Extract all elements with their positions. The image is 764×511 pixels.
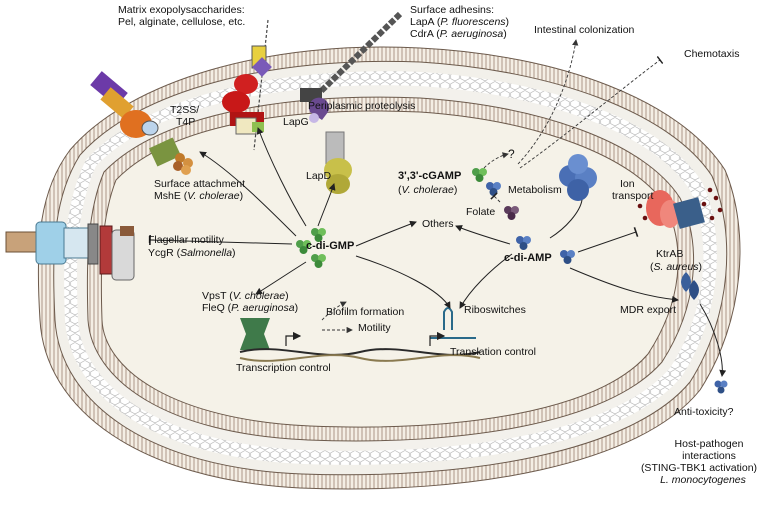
ktrab-transporter bbox=[637, 187, 723, 229]
mdr-label: MDR export bbox=[620, 304, 677, 316]
cgamp-species: (V. cholerae) bbox=[398, 184, 458, 196]
vpst-label: VpsT (V. cholerae) bbox=[202, 290, 289, 302]
ion-label: Ion bbox=[620, 178, 635, 190]
host-label-3: (STING-TBK1 activation) bbox=[640, 462, 758, 474]
adhesins-title: Surface adhesins: bbox=[410, 4, 495, 16]
cdiamp-arrows bbox=[455, 199, 727, 377]
cdigmp-label: c-di-GMP bbox=[306, 240, 355, 252]
surface-attachment-label: Surface attachment bbox=[154, 178, 246, 190]
flagellar-motor bbox=[5, 221, 135, 281]
host-label-2: interactions bbox=[682, 450, 736, 462]
cdiamp-molecule-cluster bbox=[516, 236, 728, 394]
eps-machinery bbox=[222, 19, 272, 151]
transport-label: transport bbox=[612, 190, 654, 202]
matrix-sub: Pel, alginate, cellulose, etc. bbox=[118, 16, 246, 28]
riboswitches-label: Riboswitches bbox=[464, 304, 526, 316]
periplasmic-label: Periplasmic proteolysis bbox=[308, 100, 416, 112]
chemotaxis-label: Chemotaxis bbox=[684, 48, 740, 60]
dna-icon bbox=[239, 348, 481, 362]
cdra-label: CdrA (P. aeruginosa) bbox=[410, 28, 507, 40]
host-label-4: L. monocytogenes bbox=[660, 474, 746, 486]
cgamp-molecule-cluster bbox=[472, 168, 519, 220]
antitox-label: Anti-toxicity? bbox=[674, 406, 734, 418]
fleq-label: FleQ (P. aeruginosa) bbox=[202, 302, 299, 314]
lapa-label: LapA (P. fluorescens) bbox=[410, 16, 510, 28]
matrix-title: Matrix exopolysaccharides: bbox=[118, 4, 245, 16]
lapg-label: LapG bbox=[283, 116, 309, 128]
cgamp-label: 3',3'-cGAMP bbox=[398, 170, 462, 182]
intestinal-label: Intestinal colonization bbox=[534, 24, 635, 36]
lapd-label: LapD bbox=[306, 170, 332, 182]
translation-label: Translation control bbox=[450, 346, 536, 358]
folate-label: Folate bbox=[466, 206, 496, 218]
ktrab-label: KtrAB bbox=[656, 248, 684, 260]
cdigmp-arrows bbox=[149, 127, 451, 309]
question-mark: ? bbox=[508, 147, 515, 161]
t4p-label: T4P bbox=[176, 116, 196, 128]
ktrab-species: (S. aureus) bbox=[650, 261, 702, 273]
transcription-arrows bbox=[285, 331, 446, 346]
mdr-exporter bbox=[681, 272, 699, 300]
flagellar-label: Flagellar motility bbox=[148, 234, 224, 246]
cdiamp-label: c-di-AMP bbox=[504, 252, 552, 264]
t2ss-label: T2SS/ bbox=[170, 104, 200, 116]
biofilm-label: Biofilm formation bbox=[326, 306, 405, 318]
ycgr-label: YcgR (Salmonella) bbox=[148, 247, 236, 259]
transcription-factor bbox=[240, 318, 270, 350]
mshe-label: MshE (V. cholerae) bbox=[154, 190, 244, 202]
transcription-label: Transcription control bbox=[236, 362, 331, 374]
metabolism-label: Metabolism bbox=[508, 184, 562, 196]
host-label-1: Host-pathogen bbox=[674, 438, 744, 450]
metabolism-enzyme bbox=[559, 154, 597, 201]
t2ss-t4p-complex bbox=[90, 71, 193, 175]
cdigmp-molecule-cluster bbox=[296, 228, 326, 268]
motility-label: Motility bbox=[358, 322, 391, 334]
dashed-arrows bbox=[321, 39, 664, 334]
others-label: Others bbox=[422, 218, 454, 230]
